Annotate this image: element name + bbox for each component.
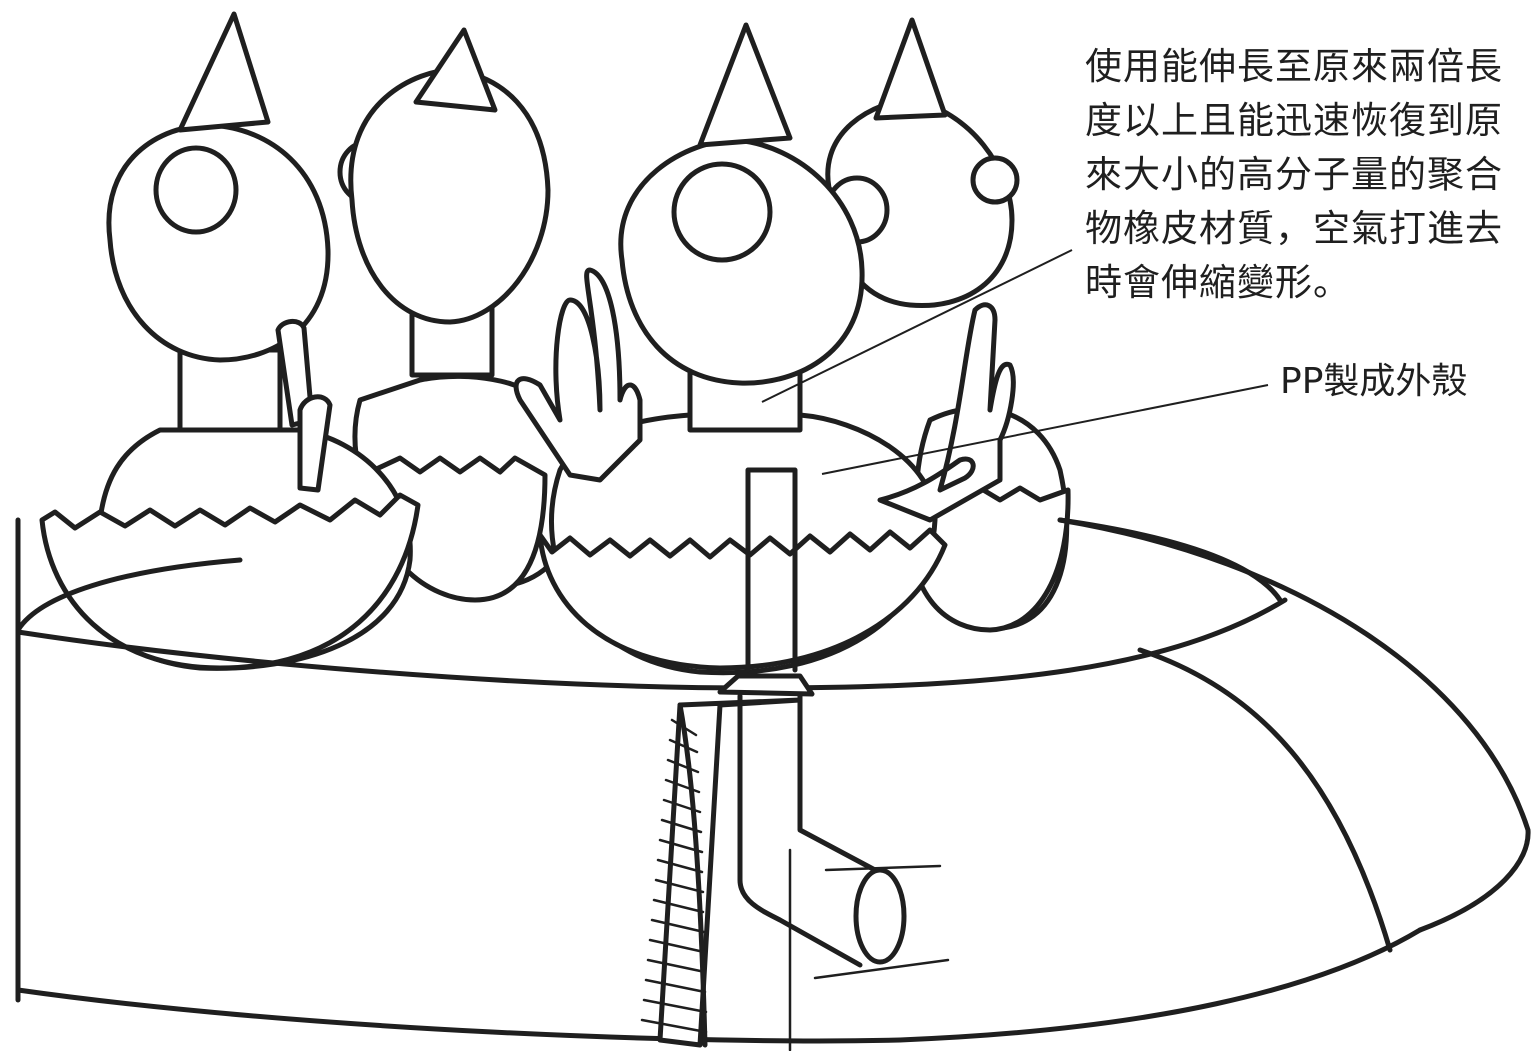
figure-front-center [513,22,1016,676]
figure-front-left [39,11,421,671]
tube-hint-bottom [813,958,950,980]
figure-front-center-eye [671,161,773,263]
annotation-rubber-material: 使用能伸長至原來兩倍長度以上且能迅速恢復到原來大小的高分子量的聚合物橡皮材質，空… [1085,45,1503,304]
figure-back-right-ear [970,155,1020,205]
tube-down [737,693,878,968]
figure-front-center-horn [697,22,793,148]
tube-riser [745,467,798,673]
figure-front-center-left-hand [513,267,643,483]
bellows-cutaway [640,697,803,1048]
shell-bottom [15,927,1423,1044]
figure-front-left-horn [177,11,271,133]
bellows-outline [657,697,803,1048]
leader-shell [821,384,1269,475]
figure-front-left-egg [39,492,421,671]
leader-rubber [761,249,1073,403]
figure-back-right-egg [907,485,1071,633]
annotation-outer-shell: PP製成外殼 [1280,361,1468,402]
tube-fitting [717,673,815,697]
figure-front-left-hand-b [297,394,333,493]
figure-front-center-egg [537,527,948,671]
shell-wall-right [1057,517,1531,933]
tube-hint-top [824,864,942,872]
tube-outlet [853,867,907,965]
air-tube [717,467,950,1051]
figure-front-left-eye [153,145,239,235]
figure-front-center-right-hand [877,302,1016,523]
figure-back-right-head [825,97,1015,309]
bellows-ridges [640,718,708,1034]
shell-seam [1137,647,1393,953]
outer-shell [15,517,1531,1044]
figure-back-left-head [348,67,551,325]
figure-back-left-horn [413,27,498,113]
figure-back-right-horn [873,17,948,121]
